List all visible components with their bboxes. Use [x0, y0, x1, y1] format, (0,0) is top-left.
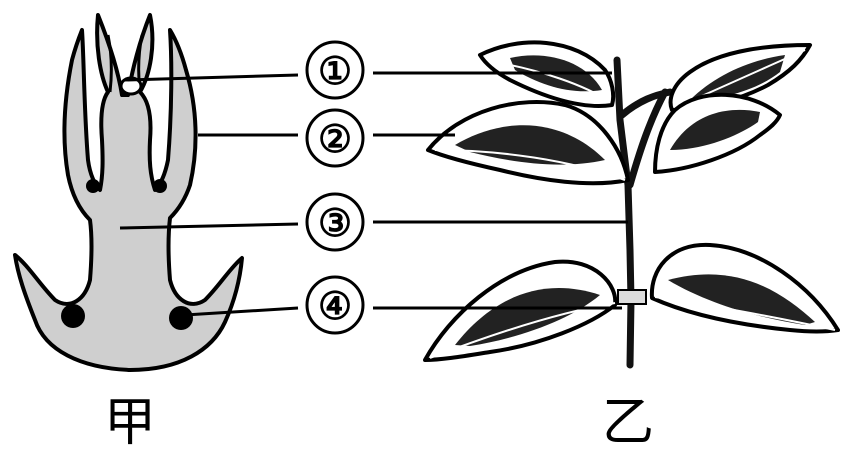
leader-line-4 [184, 306, 299, 317]
label-3: ③ [305, 192, 365, 252]
shoot-illustration [423, 40, 840, 369]
caption-right: 乙 [602, 393, 654, 449]
svg-text:③: ③ [318, 200, 352, 245]
svg-text:④: ④ [318, 283, 352, 328]
leader-line-1 [124, 73, 299, 82]
svg-text:①: ① [318, 48, 352, 93]
label-1: ① [305, 40, 365, 100]
label-2: ② [305, 108, 365, 168]
leader-lines [119, 71, 628, 317]
leader-line-3 [119, 222, 299, 230]
label-4: ④ [305, 275, 365, 335]
caption-left: 甲 [104, 393, 156, 449]
bud-section-illustration [13, 13, 244, 372]
svg-text:②: ② [318, 116, 352, 161]
